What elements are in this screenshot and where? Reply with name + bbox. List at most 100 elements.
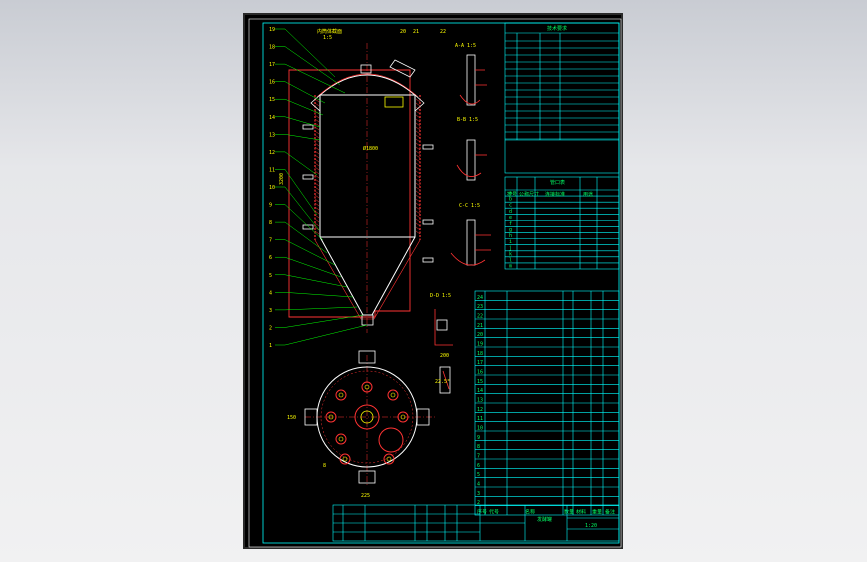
tech-requirements-table	[504, 22, 620, 174]
nozzle-row-i: i	[509, 239, 512, 245]
section-a-label: A-A 1:5	[455, 43, 476, 49]
plan-nozzle-4	[397, 411, 409, 423]
bom-header-3: 数量	[564, 509, 574, 516]
part-number-2: 2	[269, 325, 272, 331]
inner-frame	[262, 22, 620, 544]
cad-drawing: Ø1800 3200 内筒体截面 1:5 1918171615141312111…	[248, 18, 622, 548]
bom-row-number: 20	[477, 332, 483, 338]
section-a	[459, 54, 487, 106]
bom-row-number: 3	[477, 491, 480, 497]
nozzle-header-0: 符号	[507, 191, 517, 198]
bom-row-number: 19	[477, 342, 483, 348]
nozzle-row-a: a	[509, 191, 512, 197]
top-view-scale: 1:5	[323, 35, 332, 41]
part-number-4: 4	[269, 290, 272, 296]
part-number-8: 8	[269, 220, 272, 226]
plan-angle-label: 200	[440, 353, 449, 359]
nozzle-header-3: 用途	[583, 191, 593, 198]
nozzle-table	[504, 176, 620, 270]
bom-header-1: 代号	[489, 509, 499, 516]
title-block-name: 发酵罐	[537, 516, 552, 523]
bom-row-number: 10	[477, 426, 483, 432]
bom-row-number: 18	[477, 351, 483, 357]
detail-small	[434, 309, 453, 394]
plan-nozzle-5	[325, 411, 337, 423]
plan-angle-label-2: 22.5°	[435, 379, 450, 385]
nozzle-table-title: 管口表	[550, 179, 565, 186]
nozzle-row-l: l	[509, 257, 512, 263]
nozzle-header-1: 公称尺寸	[519, 191, 539, 198]
plan-nozzle-8	[383, 453, 395, 465]
part-number-20: 20	[400, 29, 406, 35]
plan-nozzle-7	[339, 453, 351, 465]
part-number-16: 16	[269, 80, 275, 86]
shell	[319, 94, 416, 238]
bom-table	[474, 290, 620, 516]
nozzle-row-g: g	[509, 227, 512, 233]
bom-row-number: 23	[477, 304, 483, 310]
bom-row-number: 17	[477, 360, 483, 366]
cone-bottom	[319, 236, 416, 316]
plan-center-nozzle	[354, 404, 380, 430]
bom-row-number: 8	[477, 444, 480, 450]
part-number-6: 6	[269, 255, 272, 261]
top-head	[319, 74, 416, 96]
nozzle-row-k: k	[509, 251, 512, 257]
nozzle-row-f: f	[509, 221, 512, 227]
vessel-elevation: Ø1800 3200	[279, 43, 434, 333]
part-number-9: 9	[269, 203, 272, 209]
part-number-10: 10	[269, 185, 275, 191]
tech-table-title: 技术要求	[547, 25, 567, 32]
section-b-label: B-B 1:5	[457, 117, 478, 123]
outer-frame	[248, 18, 622, 548]
plan-dim-200: 150	[287, 415, 296, 421]
nozzle-header-2: 连接标准	[545, 191, 565, 198]
nozzle-row-m: m	[509, 264, 512, 270]
diameter-dimension: Ø1800	[363, 145, 378, 152]
bom-header-0: 序号	[477, 509, 487, 516]
bom-row-number: 5	[477, 472, 480, 478]
plan-dim-150: 225	[361, 493, 370, 499]
plan-manhole	[378, 427, 404, 453]
bom-row-number: 6	[477, 463, 480, 469]
nozzle-row-b: b	[509, 197, 512, 203]
bom-row-number: 12	[477, 407, 483, 413]
nozzle-row-j: j	[509, 245, 512, 251]
section-details	[450, 54, 491, 266]
section-d-label: D-D 1:5	[430, 293, 451, 299]
nozzle-row-d: d	[509, 209, 512, 215]
part-number-18: 18	[269, 45, 275, 51]
part-number-5: 5	[269, 273, 272, 279]
part-number-7: 7	[269, 238, 272, 244]
support-legs	[304, 350, 430, 484]
height-dimension: 3200	[279, 173, 285, 185]
bom-header-5: 重量	[592, 509, 602, 516]
nozzle-row-e: e	[509, 215, 512, 221]
nozzle-row-h: h	[509, 233, 512, 239]
part-number-17: 17	[269, 62, 275, 68]
plan-dim-225: 8	[323, 463, 326, 469]
nozzle-row-c: c	[509, 203, 512, 209]
bom-header-2: 名称	[525, 509, 535, 516]
section-c-label: C-C 1:5	[459, 203, 480, 209]
bom-header-4: 材料	[576, 509, 586, 516]
part-number-22: 22	[440, 29, 446, 35]
part-number-14: 14	[269, 115, 275, 121]
section-b	[456, 139, 487, 181]
part-number-3: 3	[269, 308, 272, 314]
manhole	[384, 96, 404, 108]
plan-nozzle-6	[361, 381, 373, 393]
part-number-13: 13	[269, 132, 275, 138]
part-number-19: 19	[269, 27, 275, 33]
bom-row-number: 2	[477, 500, 480, 506]
part-number-15: 15	[269, 97, 275, 103]
plan-view	[304, 350, 435, 487]
plan-nozzle-3	[335, 433, 347, 445]
bom-row-number: 22	[477, 314, 483, 320]
section-c	[450, 219, 491, 266]
bom-row-number: 21	[477, 323, 483, 329]
title-block	[332, 504, 620, 542]
part-number-11: 11	[269, 167, 275, 173]
bom-row-number: 9	[477, 435, 480, 441]
